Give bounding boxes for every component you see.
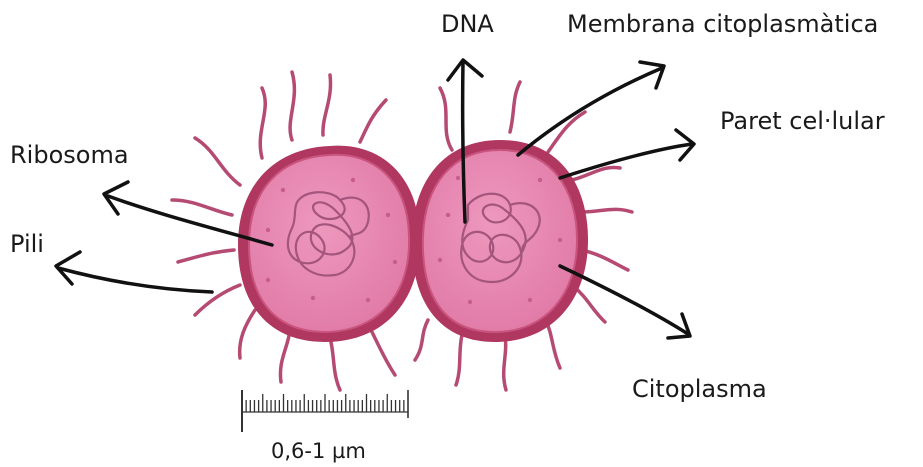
pilus — [572, 167, 620, 180]
pilus — [440, 88, 452, 150]
label-ribosome: Ribosoma — [10, 143, 129, 167]
pilus — [260, 88, 265, 158]
pilus — [195, 285, 240, 315]
pilus — [178, 250, 234, 262]
pilus — [290, 72, 294, 140]
pilus — [510, 82, 520, 132]
pilus — [582, 250, 628, 270]
pilus — [504, 335, 506, 390]
pilus — [195, 138, 240, 185]
scale-bar-label: 0,6-1 µm — [271, 441, 366, 462]
pilus — [582, 209, 632, 212]
pilus — [360, 100, 386, 142]
scale-bar — [242, 390, 408, 432]
right-cell — [412, 140, 588, 342]
pilus — [172, 200, 232, 215]
arrow-cell-wall — [560, 130, 694, 178]
label-membrane: Membrana citoplasmàtica — [567, 12, 878, 36]
cytoplasm — [423, 150, 577, 332]
cytoplasm — [249, 155, 409, 332]
pilus — [372, 332, 395, 375]
pilus — [240, 310, 255, 358]
arrow-membrane — [518, 62, 664, 155]
scale-ticks — [246, 394, 404, 412]
pilus — [456, 335, 462, 385]
label-pili: Pili — [10, 232, 44, 256]
pilus — [280, 330, 290, 382]
label-cytoplasm: Citoplasma — [632, 377, 767, 401]
pilus — [323, 75, 331, 135]
label-cell-wall: Paret cel·lular — [720, 109, 885, 133]
arrow-cytoplasm — [560, 266, 690, 338]
label-dna: DNA — [441, 12, 494, 36]
pilus — [415, 320, 428, 360]
pilus — [330, 338, 340, 390]
